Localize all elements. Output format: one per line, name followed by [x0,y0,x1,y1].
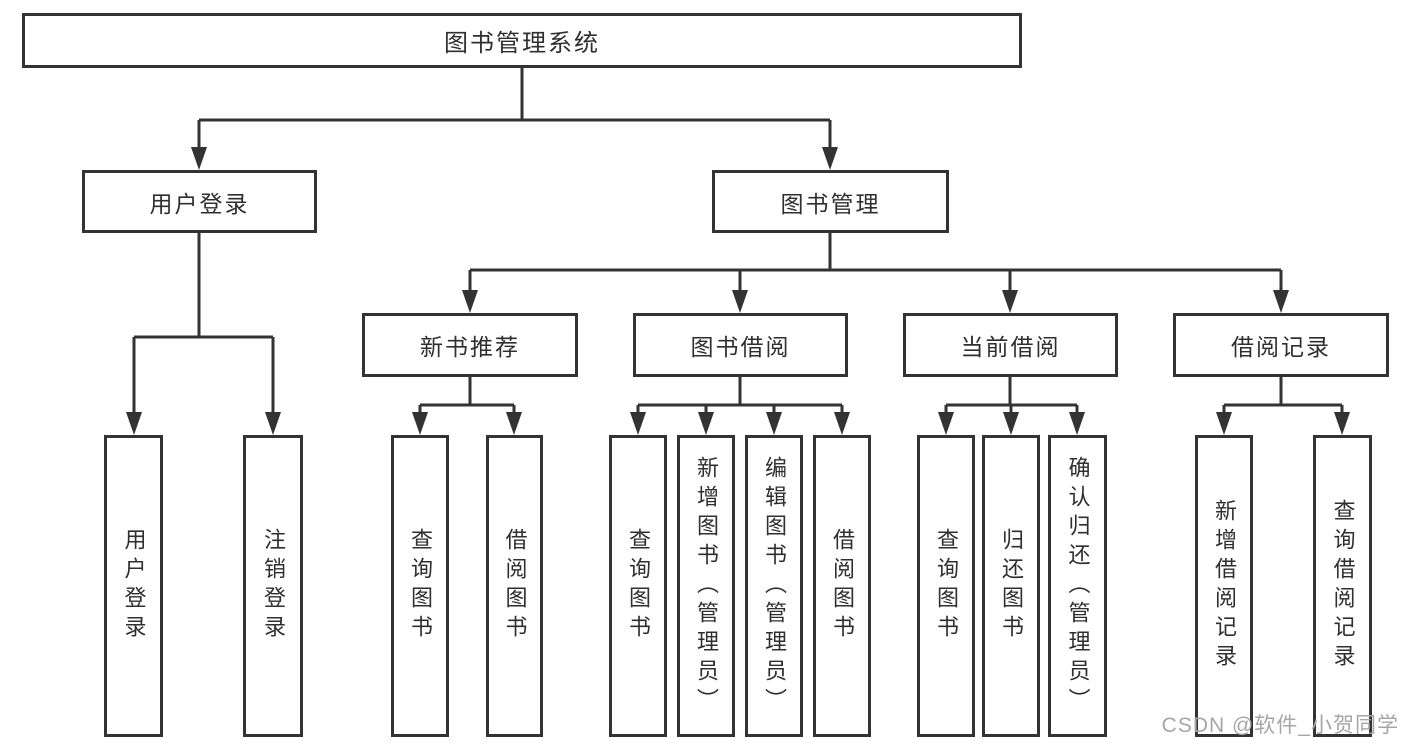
leaf-confirm-return-admin: 确认归还（管理员） [1048,435,1107,737]
leaf-logout-label: 注销登录 [261,528,286,644]
leaf-confirm-return-admin-label: 确认归还（管理员） [1065,455,1091,717]
leaf-query-books-current: 查询图书 [917,435,975,737]
leaf-borrow-books-borrow-label: 借阅图书 [830,528,855,644]
leaf-add-borrow-record-label: 新增借阅记录 [1212,499,1237,673]
node-new-book-recommend-label: 新书推荐 [420,334,520,360]
leaf-query-books-borrow-label: 查询图书 [626,528,651,644]
leaf-query-borrow-record: 查询借阅记录 [1313,435,1372,737]
node-borrow-records: 借阅记录 [1173,313,1389,377]
node-root-label: 图书管理系统 [444,30,600,57]
leaf-borrow-books-recommend: 借阅图书 [486,435,543,737]
leaf-edit-book-admin-label: 编辑图书（管理员） [762,455,787,717]
leaf-query-borrow-record-label: 查询借阅记录 [1330,499,1356,673]
watermark: CSDN @软件_小贺同学 [1161,714,1399,737]
node-book-borrow-label: 图书借阅 [690,334,791,360]
node-current-borrow: 当前借阅 [903,313,1118,377]
leaf-logout: 注销登录 [243,435,303,737]
leaf-query-books-recommend-label: 查询图书 [408,528,433,644]
node-book-management-label: 图书管理 [780,190,881,217]
leaf-add-book-admin-label: 新增图书（管理员） [694,455,719,717]
leaf-add-borrow-record: 新增借阅记录 [1195,435,1253,737]
leaf-add-book-admin: 新增图书（管理员） [677,435,735,737]
leaf-edit-book-admin: 编辑图书（管理员） [745,435,803,737]
node-user-login-label: 用户登录 [149,190,250,217]
leaf-query-books-borrow: 查询图书 [609,435,667,737]
leaf-return-books-label: 归还图书 [999,528,1024,644]
leaf-return-books: 归还图书 [982,435,1040,737]
leaf-borrow-books-borrow: 借阅图书 [813,435,871,737]
node-book-management: 图书管理 [712,170,949,233]
node-current-borrow-label: 当前借阅 [960,334,1061,360]
node-root: 图书管理系统 [22,13,1022,68]
node-borrow-records-label: 借阅记录 [1231,334,1331,360]
node-user-login: 用户登录 [82,170,317,233]
node-book-borrow: 图书借阅 [633,313,848,377]
node-new-book-recommend: 新书推荐 [362,313,578,377]
leaf-user-login-label: 用户登录 [121,528,147,644]
leaf-borrow-books-recommend-label: 借阅图书 [502,528,528,644]
leaf-query-books-recommend: 查询图书 [391,435,449,737]
leaf-query-books-current-label: 查询图书 [934,528,959,644]
leaf-user-login: 用户登录 [104,435,163,737]
